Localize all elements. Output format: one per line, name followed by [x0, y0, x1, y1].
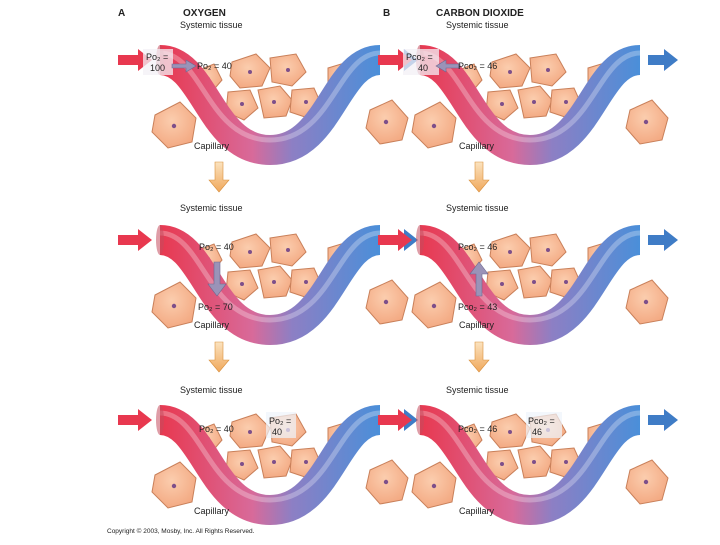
venous-po2-label: Po₂ =	[269, 416, 291, 426]
tissue-label: Systemic tissue	[446, 203, 509, 213]
arterial-pco2-value: 40	[418, 63, 428, 73]
flow-down-arrow	[208, 161, 230, 193]
stage-co2-3: Systemic tissue Pco₂ = 46 Pco₂ = 46 Capi…	[378, 385, 678, 516]
label-backdrop	[526, 412, 562, 438]
stage-oxygen-2: Systemic tissue Po₂ = 40 Po₂ = 70 Capill…	[118, 203, 418, 330]
arterial-po2-label: Po₂ =	[146, 52, 168, 62]
tissue-po2-value: Po₂ = 40	[197, 61, 232, 71]
tissue-label: Systemic tissue	[180, 20, 243, 30]
arterial-pco2-label: Pco₂ =	[406, 52, 433, 62]
flow-down-arrow	[208, 341, 230, 373]
tissue-po2-value: Po₂ = 40	[199, 242, 234, 252]
flow-down-arrow	[468, 341, 490, 373]
tissue-pco2-value: Pco₂ = 46	[458, 242, 497, 252]
tissue-pco2-value: Pco₂ = 46	[458, 61, 497, 71]
venous-pco2-value: 46	[532, 427, 542, 437]
stage-co2-2: Systemic tissue Pco₂ = 46 Pco₂ = 43 Capi…	[378, 203, 678, 330]
label-backdrop	[266, 412, 296, 438]
oxygen-diffusion-arrow	[171, 59, 197, 73]
panel-title: CARBON DIOXIDE	[436, 8, 524, 19]
capillary-label: Capillary	[194, 141, 230, 151]
tissue-po2-value: Po₂ = 40	[199, 424, 234, 434]
stage-co2-1: Systemic tissue Pco₂ = 40 Pco₂ = 46 Capi…	[378, 20, 678, 151]
tissue-label: Systemic tissue	[180, 203, 243, 213]
oxygen-diffusion-arrow	[207, 261, 227, 297]
stage-oxygen-1: Systemic tissue Po₂ = 100 Po₂ = 40 Capil…	[118, 20, 418, 151]
flow-down-arrow	[468, 161, 490, 193]
capillary-label: Capillary	[194, 320, 230, 330]
panel-carbon-dioxide: B CARBON DIOXIDE Systemic tissue Pco₂ = …	[378, 8, 678, 516]
panel-letter: B	[383, 8, 390, 19]
venous-po2-value: 40	[272, 427, 282, 437]
capillary-label: Capillary	[459, 506, 495, 516]
tissue-label: Systemic tissue	[180, 385, 243, 395]
tissue-label: Systemic tissue	[446, 20, 509, 30]
capillary-pco2-value: Pco₂ = 43	[458, 302, 497, 312]
venous-pco2-label: Pco₂ =	[528, 416, 555, 426]
capillary-label: Capillary	[459, 141, 495, 151]
co2-diffusion-arrow	[435, 59, 461, 73]
tissue-label: Systemic tissue	[446, 385, 509, 395]
label-backdrop	[403, 49, 439, 75]
panel-oxygen: A OXYGEN Systemic tissue Po₂ = 100 Po₂ =…	[118, 8, 418, 516]
panel-title: OXYGEN	[183, 8, 226, 19]
tissue-pco2-value: Pco₂ = 46	[458, 424, 497, 434]
label-backdrop	[143, 49, 173, 75]
panel-letter: A	[118, 8, 125, 19]
arterial-po2-value: 100	[150, 63, 165, 73]
co2-diffusion-arrow	[469, 261, 489, 297]
stage-oxygen-3: Systemic tissue Po₂ = 40 Po₂ = 40 Capill…	[118, 385, 418, 516]
capillary-label: Capillary	[194, 506, 230, 516]
capillary-po2-value: Po₂ = 70	[198, 302, 233, 312]
capillary-label: Capillary	[459, 320, 495, 330]
copyright-notice: Copyright © 2003, Mosby, Inc. All Rights…	[107, 527, 255, 535]
